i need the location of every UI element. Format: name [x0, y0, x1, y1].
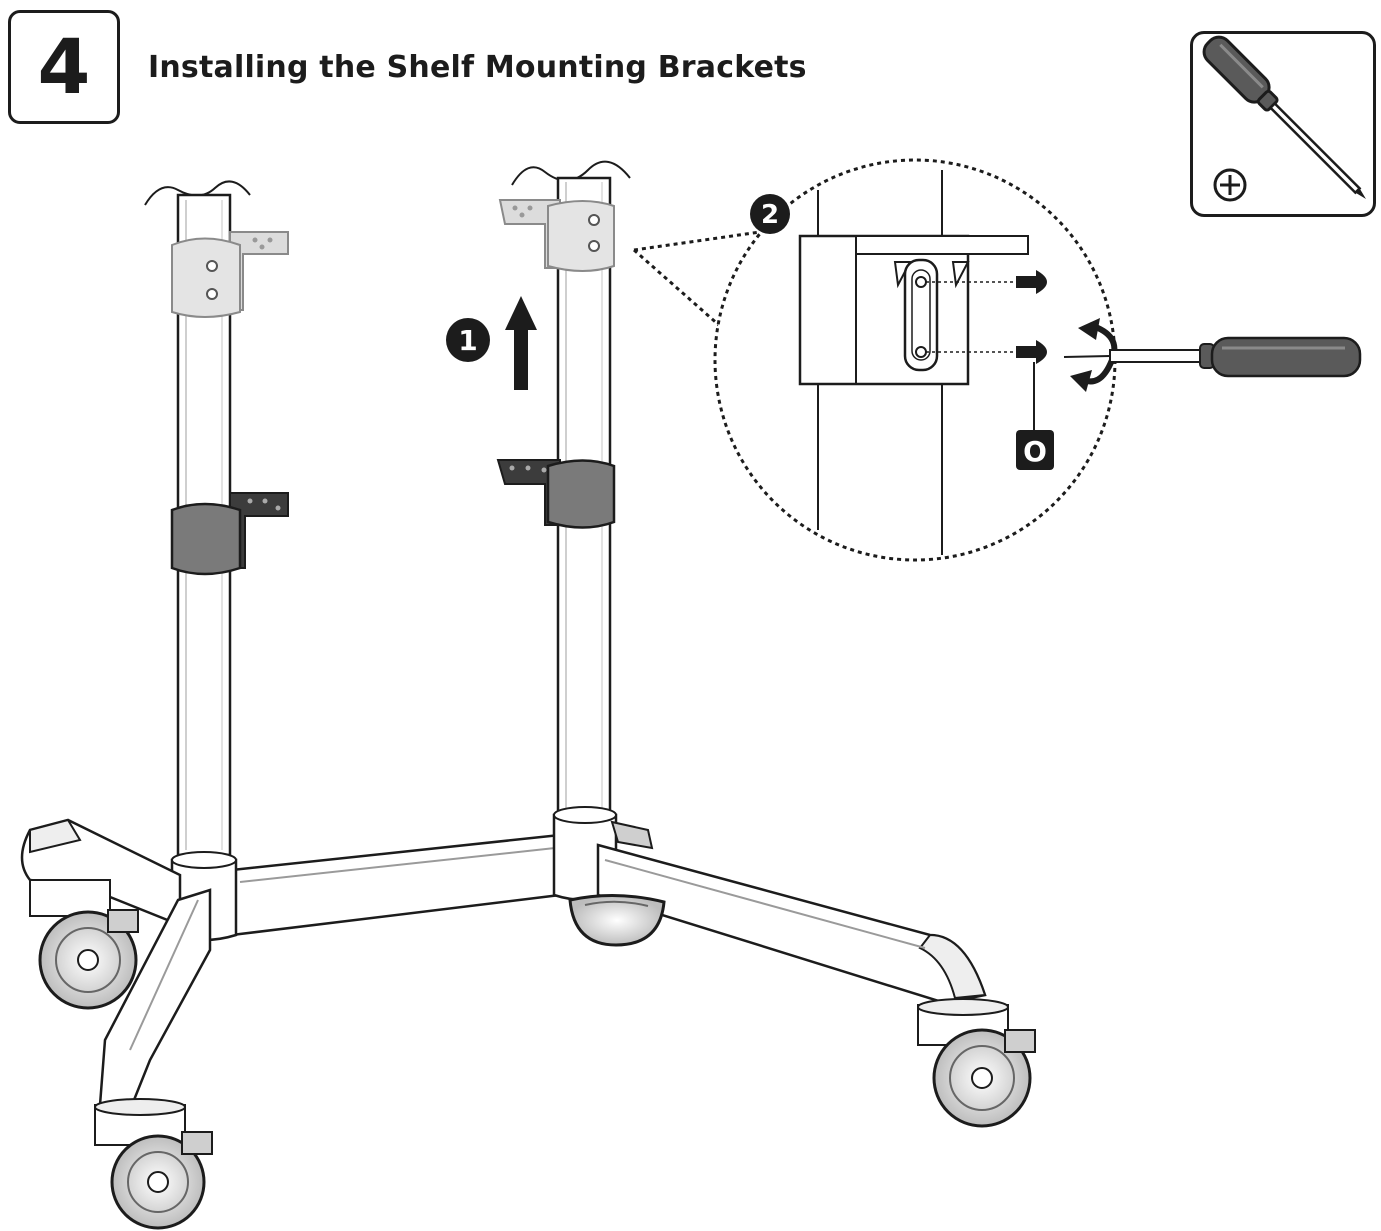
phillips-head-symbol-icon — [1213, 168, 1247, 202]
step-number: 4 — [37, 22, 91, 111]
right-middle-bracket — [496, 459, 616, 529]
screw-top-icon — [1016, 270, 1047, 294]
step-number-box: 4 — [8, 10, 120, 124]
screw-bottom-icon — [1016, 340, 1047, 364]
screwdriver-icon — [1202, 35, 1366, 202]
callout-1-label: 1 — [458, 324, 477, 357]
caster-front-right — [917, 998, 1036, 1128]
tool-box — [1190, 31, 1376, 217]
left-middle-bracket — [170, 492, 289, 576]
caster-back-left — [29, 879, 139, 1010]
detail-screwdriver-icon — [1063, 336, 1362, 378]
callout-1-badge: 1 — [446, 318, 490, 362]
detail-magnifier — [633, 158, 1118, 562]
left-top-bracket — [171, 231, 289, 318]
part-label-text: O — [1023, 435, 1047, 468]
callout-2-label: 2 — [761, 200, 779, 230]
move-up-arrow-icon — [505, 296, 537, 390]
part-label-badge: O — [1016, 430, 1054, 470]
base-frame — [20, 806, 987, 1112]
right-top-bracket — [498, 199, 615, 272]
caster-back-right — [568, 820, 666, 947]
callout-2-badge: 2 — [750, 194, 790, 234]
caster-front-left — [94, 1098, 213, 1230]
step-title: Installing the Shelf Mounting Brackets — [148, 50, 807, 85]
